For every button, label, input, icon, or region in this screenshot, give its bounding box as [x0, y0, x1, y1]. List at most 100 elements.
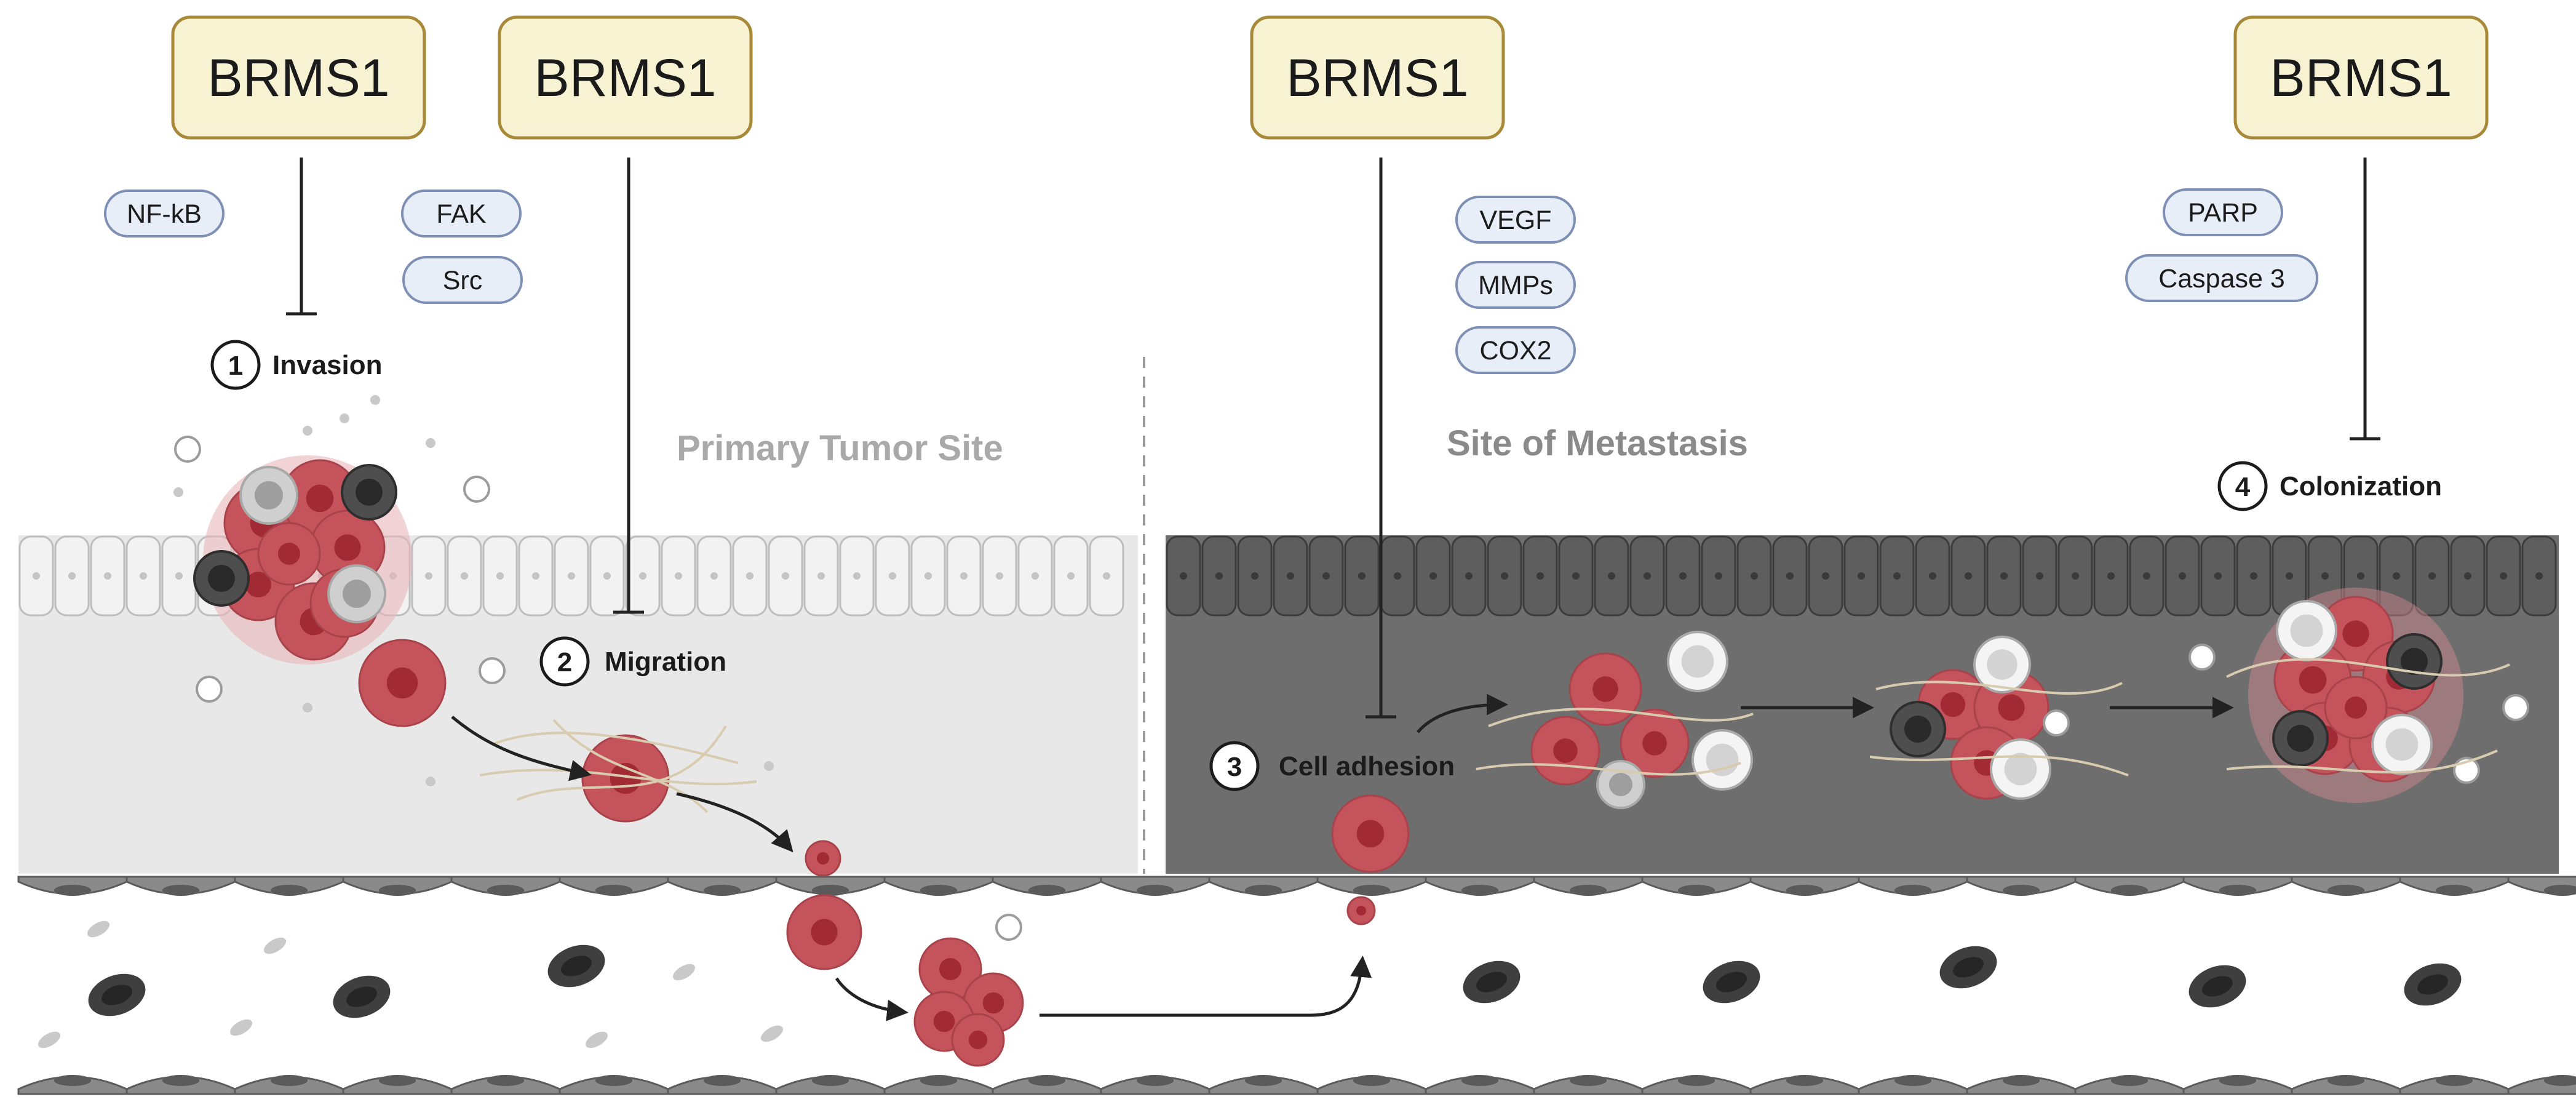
endothelial-nucleus: [1570, 885, 1607, 896]
cell-nucleus: [2393, 572, 2400, 580]
inhibition-lines: [286, 158, 2380, 719]
svg-text:Invasion: Invasion: [272, 350, 383, 380]
macrophage-core: [1681, 645, 1714, 678]
cell-nucleus: [1715, 572, 1722, 580]
cell-nucleus: [2500, 572, 2507, 580]
cell-nucleus: [461, 572, 468, 580]
macrophage-nucleus: [255, 481, 283, 509]
particle: [426, 438, 435, 448]
arrow-along-vessel: [1040, 956, 1372, 1017]
svg-text:Caspase 3: Caspase 3: [2158, 264, 2285, 293]
brms1-label: BRMS1: [2270, 49, 2452, 108]
svg-text:Colonization: Colonization: [2280, 471, 2442, 501]
endothelial-nucleus: [1353, 885, 1390, 896]
cell-nucleus: [1893, 572, 1901, 580]
tumor-nucleus: [1940, 692, 1966, 717]
platelet: [585, 1031, 608, 1048]
particle: [303, 703, 312, 713]
endothelial-nucleus: [1678, 1075, 1715, 1086]
endothelial-nucleus: [812, 1075, 849, 1086]
cell-nucleus: [1251, 572, 1258, 580]
cell-nucleus: [2286, 572, 2293, 580]
step-colonization: 4 Colonization: [2217, 461, 2442, 511]
cell-nucleus: [140, 572, 147, 580]
cell-nucleus: [1965, 572, 1972, 580]
cell-nucleus: [2535, 572, 2543, 580]
tumor-nucleus: [982, 992, 1004, 1014]
endothelial-nucleus: [1245, 885, 1282, 896]
platelet: [87, 920, 110, 938]
cell-nucleus: [603, 572, 611, 580]
arrow-to-adhesion: [1417, 693, 1508, 733]
endothelial-nucleus: [2219, 885, 2256, 896]
endothelial-nucleus: [1786, 1075, 1823, 1086]
endothelial-nucleus: [704, 1075, 741, 1086]
endothelial-nucleus: [1678, 885, 1715, 896]
endothelial-nucleus: [271, 885, 308, 896]
exosome: [995, 914, 1022, 941]
tumor-nucleus: [2342, 620, 2369, 647]
endothelial-nucleus: [595, 885, 632, 896]
activated-immune-cell-nucleus: [208, 565, 235, 592]
cell-nucleus: [1751, 572, 1758, 580]
cell-nucleus: [1032, 572, 1039, 580]
cell-nucleus: [639, 572, 646, 580]
cell-nucleus: [996, 572, 1003, 580]
cell-nucleus: [817, 572, 825, 580]
platelet: [672, 964, 696, 981]
endothelial-nucleus: [2328, 885, 2364, 896]
arrow-into-vessel: [835, 977, 908, 1021]
exosome: [2188, 644, 2216, 671]
endothelial-nucleus: [1245, 1075, 1282, 1086]
particle: [303, 426, 312, 436]
cell-nucleus: [1180, 572, 1187, 580]
tumor-nucleus: [939, 958, 961, 980]
macrophage-nucleus: [343, 580, 371, 608]
svg-text:4: 4: [2235, 472, 2251, 502]
cell-nucleus: [1608, 572, 1615, 580]
endothelial-nucleus: [1570, 1075, 1607, 1086]
tumor-nucleus: [1356, 906, 1366, 916]
factor-pill-cox2: COX2: [1455, 326, 1576, 374]
primary-site-label: Primary Tumor Site: [677, 428, 1003, 468]
activated-immune-cell-nucleus: [1904, 716, 1931, 743]
cell-nucleus: [710, 572, 718, 580]
endothelial-nucleus: [595, 1075, 632, 1086]
brms1-label: BRMS1: [1286, 49, 1468, 108]
cell-nucleus: [1358, 572, 1366, 580]
cell-nucleus: [960, 572, 968, 580]
neutrophil-core: [1706, 743, 1739, 777]
platelet: [229, 1019, 253, 1036]
endothelial-nucleus: [2111, 885, 2148, 896]
endothelial-nucleus: [2003, 1075, 2040, 1086]
cell-nucleus: [1679, 572, 1687, 580]
activated-immune-cell-nucleus: [356, 479, 383, 506]
cell-nucleus: [2321, 572, 2329, 580]
cell-nucleus: [2072, 572, 2079, 580]
svg-text:2: 2: [557, 647, 572, 677]
vessel-wall-top: [17, 876, 2576, 896]
tumor-nucleus: [245, 572, 271, 597]
cell-nucleus: [1536, 572, 1544, 580]
particle: [173, 487, 183, 497]
cell-nucleus: [1394, 572, 1401, 580]
cell-nucleus: [924, 572, 932, 580]
vessel-wall-bottom: [17, 1075, 2576, 1095]
svg-text:COX2: COX2: [1479, 336, 1551, 365]
particle: [426, 777, 435, 786]
svg-text:Src: Src: [443, 266, 483, 295]
exosome: [174, 436, 201, 463]
tumor-nucleus: [306, 484, 334, 513]
cell-nucleus: [1572, 572, 1580, 580]
tumor-nucleus: [1553, 738, 1578, 763]
endothelial-nucleus: [1028, 885, 1065, 896]
tumor-nucleus: [811, 919, 838, 946]
endothelial-nucleus: [920, 1075, 957, 1086]
brms1-box-3: BRMS1: [1250, 15, 1505, 140]
endothelial-nucleus: [1894, 1075, 1931, 1086]
endothelial-nucleus: [920, 885, 957, 896]
exosome: [479, 657, 506, 684]
cell-nucleus: [1929, 572, 1936, 580]
factor-pill-fak: FAK: [401, 190, 522, 238]
endothelial-nucleus: [2436, 1075, 2473, 1086]
